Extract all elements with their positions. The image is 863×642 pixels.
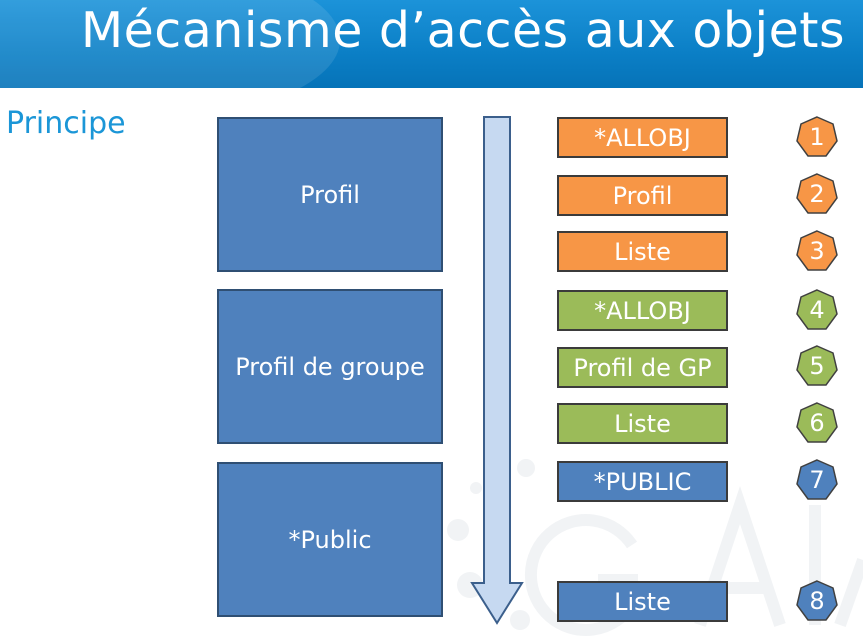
step-number: 1 <box>809 123 825 151</box>
step-number-badge: 2 <box>796 173 838 215</box>
step-7-public: *PUBLIC <box>557 461 728 502</box>
step-number-badge: 8 <box>796 580 838 622</box>
step-number-badge: 6 <box>796 402 838 444</box>
step-number-badge: 7 <box>796 459 838 501</box>
down-arrow <box>470 116 524 625</box>
step-number: 2 <box>809 180 825 208</box>
source-box-public: *Public <box>217 462 443 617</box>
step-number: 5 <box>809 352 825 380</box>
step-number: 7 <box>809 466 825 494</box>
title-bar: Mécanisme d’accès aux objets <box>0 0 863 88</box>
source-box-profil: Profil <box>217 117 443 272</box>
step-number: 8 <box>809 587 825 615</box>
step-4-allobj: *ALLOBJ <box>557 290 728 331</box>
step-3-liste: Liste <box>557 231 728 272</box>
step-5-profil-de-gp: Profil de GP <box>557 347 728 388</box>
step-number-badge: 3 <box>796 230 838 272</box>
title-decoration <box>0 0 340 88</box>
step-8-liste: Liste <box>557 581 728 622</box>
step-number: 4 <box>809 296 825 324</box>
page-title: Mécanisme d’accès aux objets <box>80 2 845 59</box>
section-heading: Principe <box>6 106 126 141</box>
step-number-badge: 5 <box>796 345 838 387</box>
source-box-profil-de-groupe: Profil de groupe <box>217 289 443 444</box>
step-number: 3 <box>809 237 825 265</box>
step-6-liste: Liste <box>557 403 728 444</box>
step-number-badge: 1 <box>796 116 838 158</box>
step-2-profil: Profil <box>557 175 728 216</box>
step-number-badge: 4 <box>796 289 838 331</box>
step-1-allobj: *ALLOBJ <box>557 117 728 158</box>
step-number: 6 <box>809 409 825 437</box>
